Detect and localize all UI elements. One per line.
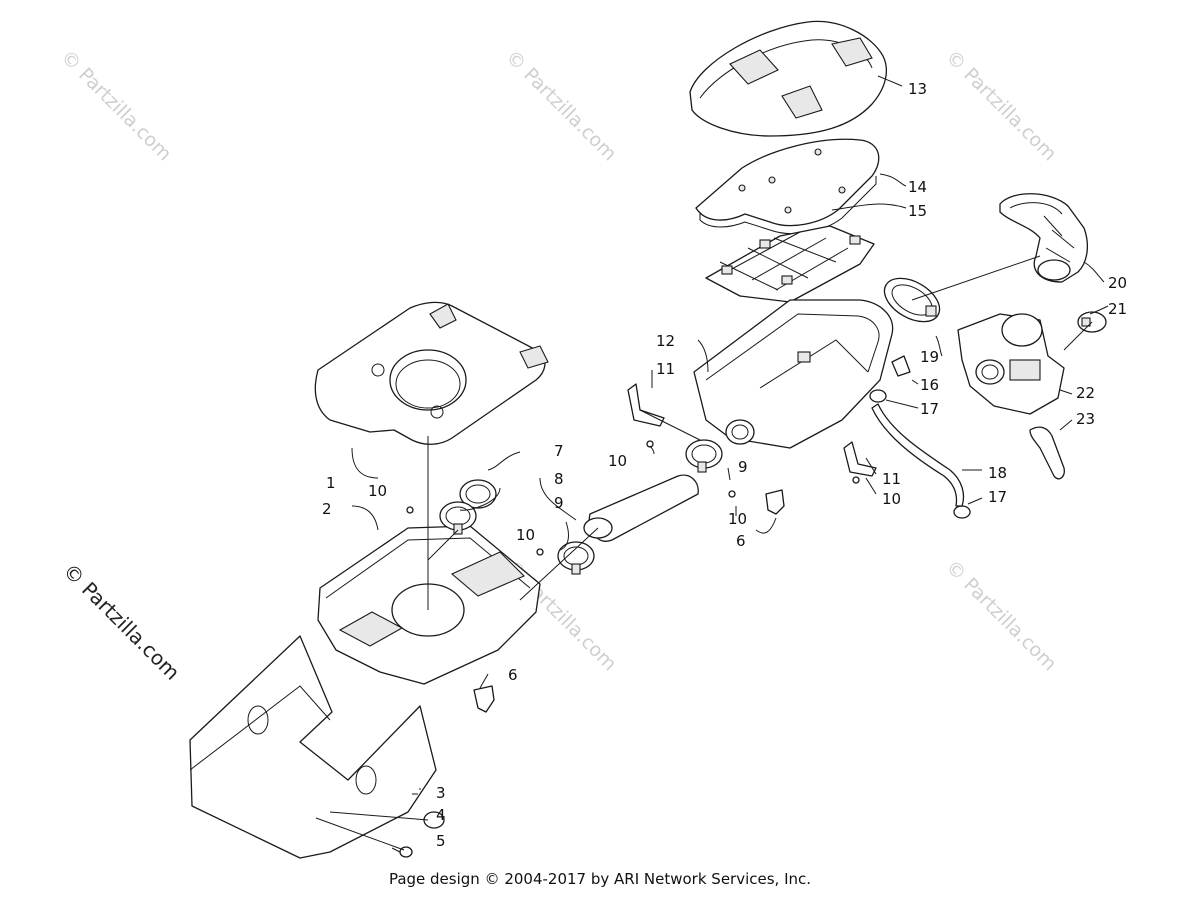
- part-10-screw-a: [406, 506, 414, 514]
- callout-14: 14: [908, 178, 927, 196]
- callout-5: 5: [436, 832, 446, 850]
- callout-13: 13: [908, 80, 927, 98]
- callout-19: 19: [920, 348, 939, 366]
- callout-2: 2: [322, 500, 332, 518]
- part-6-grommet-upper: [765, 489, 785, 515]
- callout-17a: 17: [920, 400, 939, 418]
- callout-17b: 17: [988, 488, 1007, 506]
- callout-6b: 6: [736, 532, 746, 550]
- part-2-airbox-lower: [317, 525, 541, 685]
- callout-22: 22: [1076, 384, 1095, 402]
- watermark-3: © Partzilla.com: [941, 46, 1060, 165]
- part-3-heat-shield: [189, 635, 437, 859]
- part-5-screw: [391, 846, 413, 858]
- callout-10b: 10: [516, 526, 535, 544]
- watermark-2: © Partzilla.com: [501, 46, 620, 165]
- part-7-coupler: [459, 479, 497, 509]
- callout-1: 1: [326, 474, 336, 492]
- callout-4: 4: [436, 806, 446, 824]
- footer-copyright: Page design © 2004-2017 by ARI Network S…: [388, 870, 812, 888]
- callout-10a: 10: [368, 482, 387, 500]
- callout-23: 23: [1076, 410, 1095, 428]
- part-18-vent-hose: [871, 403, 965, 507]
- callout-3: 3: [436, 784, 446, 802]
- callout-6a: 6: [508, 666, 518, 684]
- callout-18: 18: [988, 464, 1007, 482]
- part-13-airbox-cover: [689, 20, 887, 137]
- part-11-bracket-lower: [843, 441, 877, 477]
- callout-9b: 9: [738, 458, 748, 476]
- watermark-dark: © Partzilla.com: [58, 559, 184, 685]
- callout-12: 12: [656, 332, 675, 350]
- part-9-clamp-middle: [557, 541, 595, 575]
- callout-11a: 11: [656, 360, 675, 378]
- part-11-bracket-upper: [627, 383, 665, 427]
- callout-21: 21: [1108, 300, 1127, 318]
- callout-20: 20: [1108, 274, 1127, 292]
- part-16-clip: [891, 355, 911, 377]
- watermarks: © Partzilla.com © Partzilla.com © Partzi…: [56, 46, 1060, 685]
- part-9-clamp-right: [685, 439, 723, 473]
- callout-9a: 9: [554, 494, 564, 512]
- callout-7: 7: [554, 442, 564, 460]
- part-9-clamp-left: [439, 501, 477, 535]
- callout-10d: 10: [728, 510, 747, 528]
- callout-11b: 11: [882, 470, 901, 488]
- part-1-airbox-top-cover: [314, 301, 549, 445]
- callout-10c: 10: [608, 452, 627, 470]
- part-10-screw-d: [728, 490, 736, 498]
- part-14-air-filter: [695, 138, 880, 235]
- part-17-clamp-upper: [869, 389, 887, 403]
- part-10-screw-c: [646, 440, 654, 448]
- part-12-airbox-upper: [693, 299, 894, 449]
- part-6-grommet-lower: [473, 685, 495, 713]
- part-10-screw-e: [852, 476, 860, 484]
- watermark-1: © Partzilla.com: [56, 46, 175, 165]
- callout-16: 16: [920, 376, 939, 394]
- part-17-clamp-lower: [953, 505, 971, 519]
- leader-lines: [315, 75, 1109, 851]
- part-22-carburetor: [957, 313, 1065, 415]
- callout-15: 15: [908, 202, 927, 220]
- callouts: 1 2 3 4 5 6 6 7 8 9 9 10 10 10 10 10 11 …: [322, 80, 1127, 850]
- part-20-intake-boot: [999, 193, 1089, 283]
- watermark-5: © Partzilla.com: [941, 556, 1060, 675]
- part-23-drain-hose: [1029, 426, 1065, 480]
- callout-10e: 10: [882, 490, 901, 508]
- callout-8: 8: [554, 470, 564, 488]
- part-10-screw-b: [536, 548, 544, 556]
- part-8-intake-tube: [583, 474, 699, 542]
- part-15-filter-cage: [705, 225, 875, 303]
